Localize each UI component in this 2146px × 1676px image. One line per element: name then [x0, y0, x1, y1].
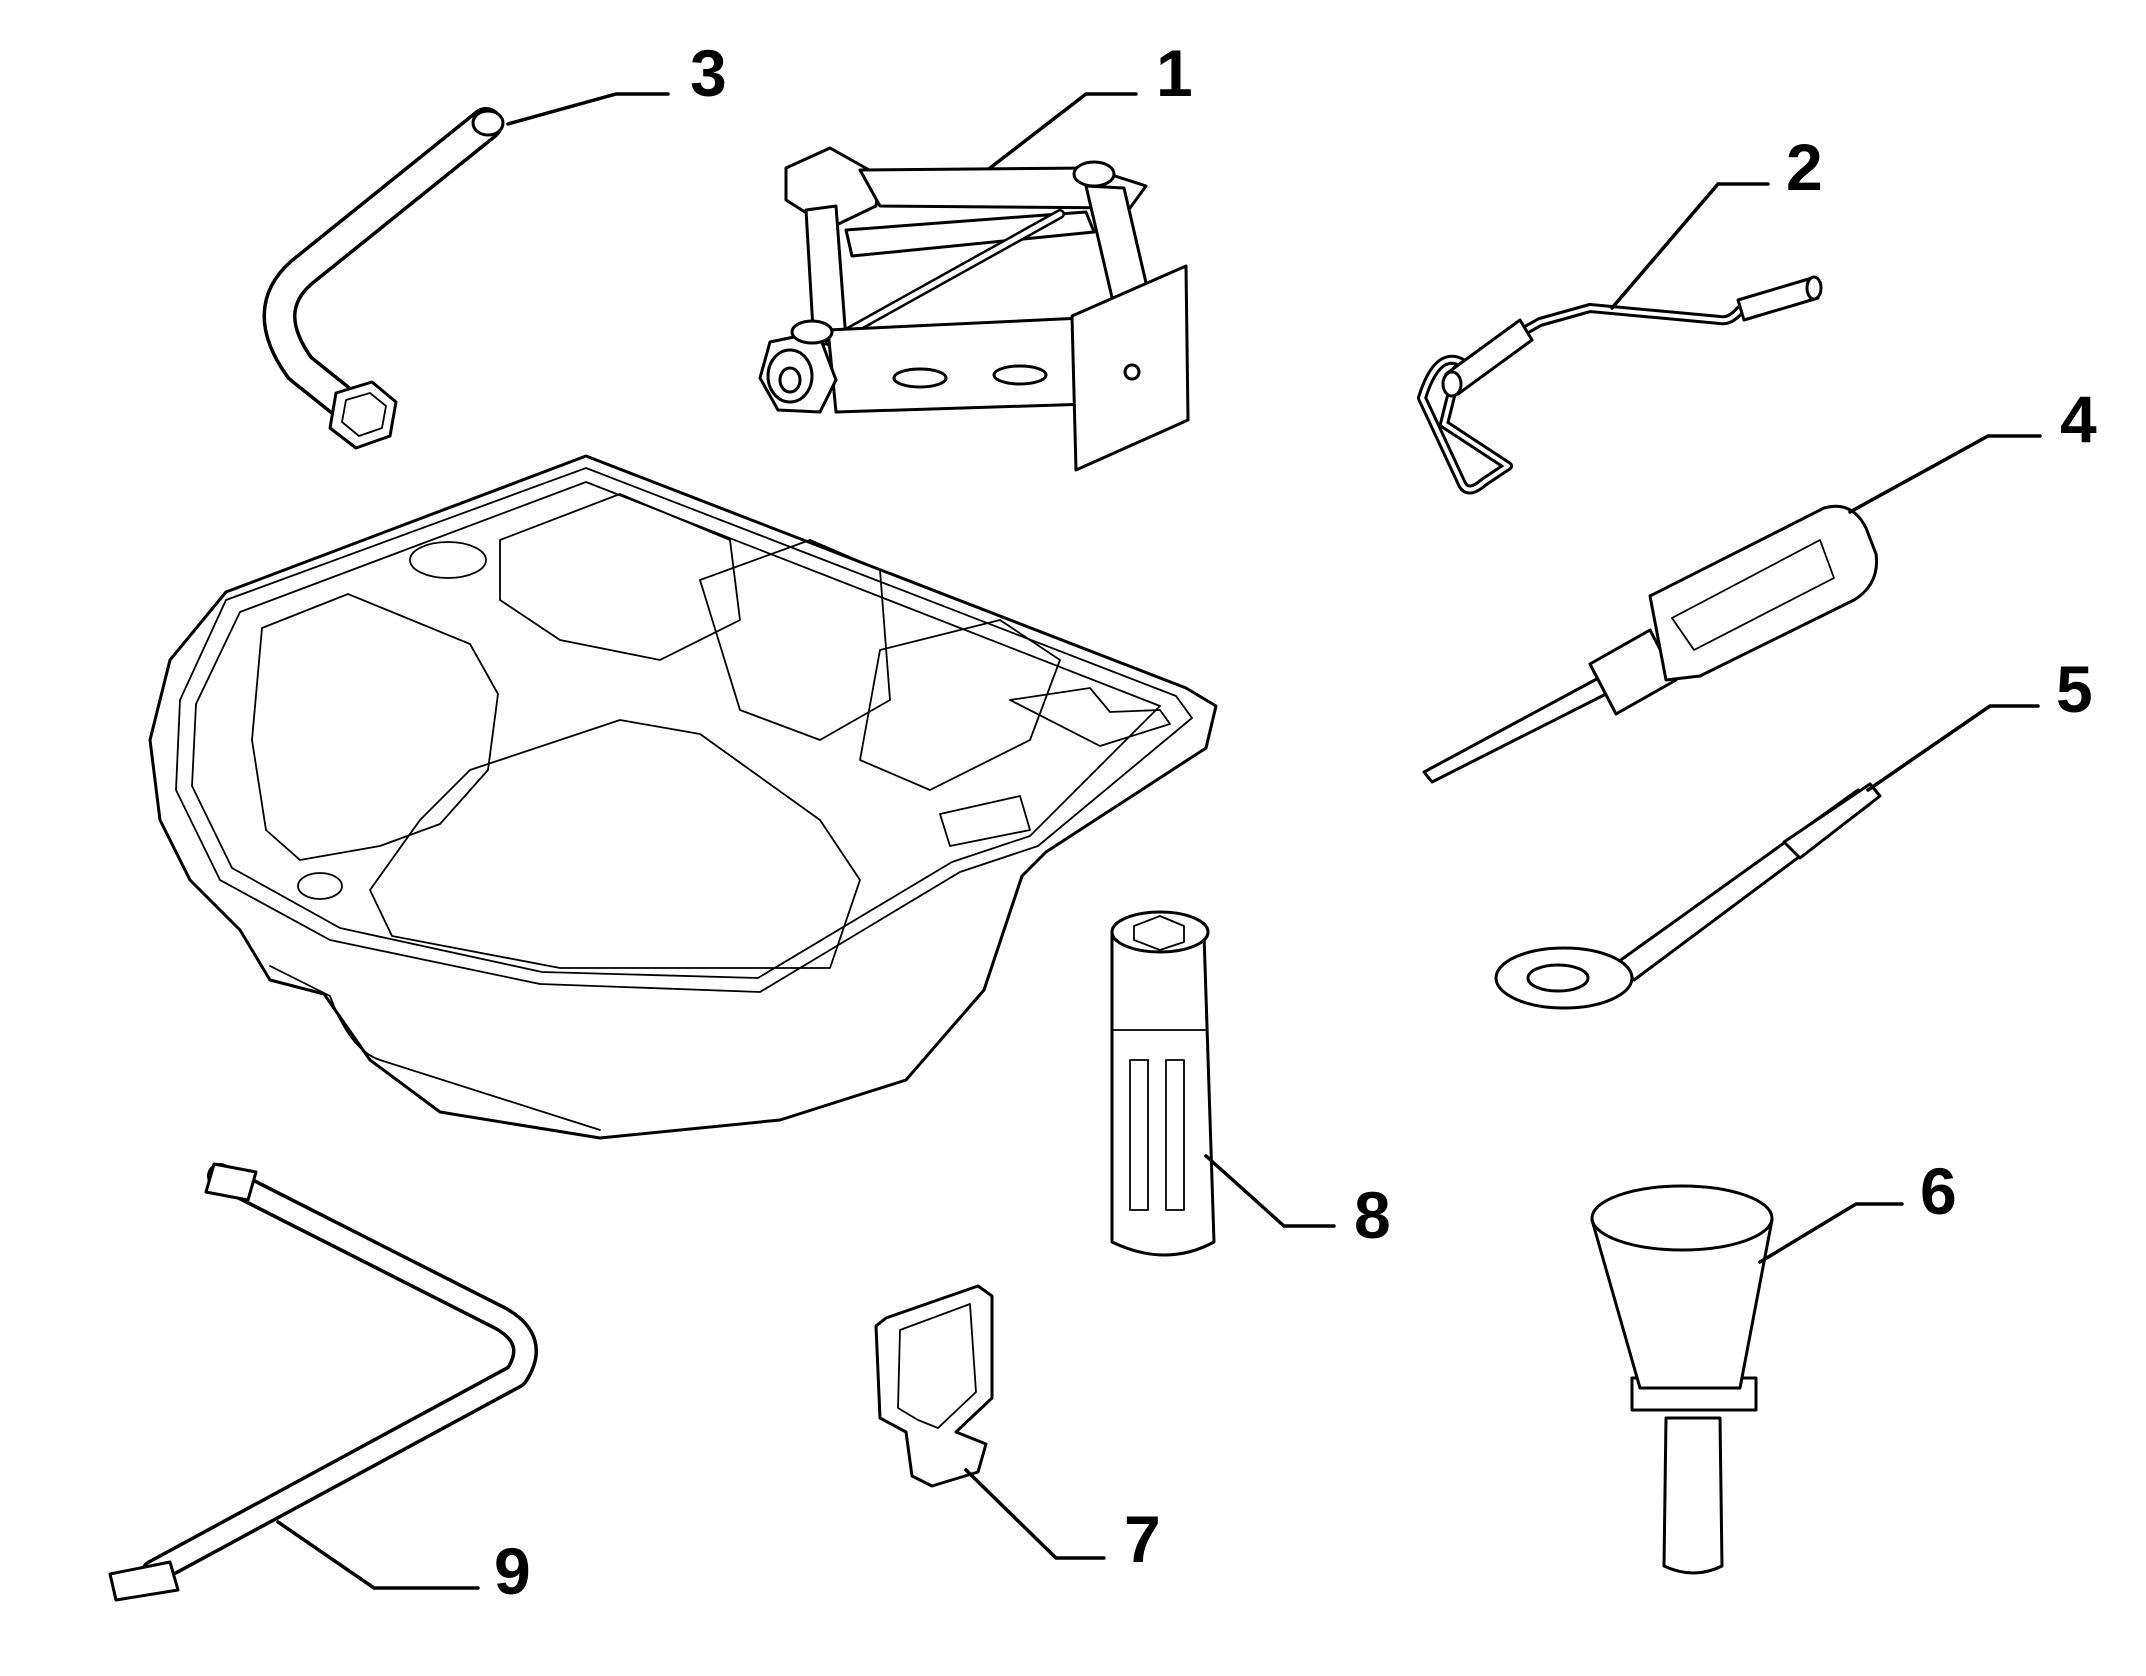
nozzle-stem: [1662, 1416, 1724, 1575]
part-bolt-socket[interactable]: [1110, 910, 1216, 1257]
jack-top-saddle: [784, 146, 882, 230]
tray-compartment-mid: [699, 539, 891, 741]
callout-8: 8: [1354, 1178, 1391, 1252]
clip-inner: [897, 1303, 977, 1429]
callout-3: 3: [690, 36, 727, 110]
jack-upper-pivot: [1072, 160, 1116, 188]
tray-inner-rim: [191, 481, 1161, 979]
socket-slot-2: [1165, 1059, 1185, 1211]
clip-body: [874, 1284, 994, 1488]
tray-well-center: [369, 719, 861, 969]
screwdriver-handle-facet: [1671, 539, 1835, 651]
tray-compartment-right: [859, 619, 1061, 791]
part-jack-crank[interactable]: [1417, 275, 1823, 495]
socket-hex: [1133, 915, 1185, 951]
lug-wrench-tube-end: [471, 109, 505, 137]
tray-round-pocket-left: [297, 872, 343, 900]
tray-well-left: [251, 593, 499, 861]
tray-clip-pocket: [939, 795, 1031, 847]
screwdriver-handle: [1648, 504, 1879, 682]
crank-left-grip-end: [1441, 370, 1463, 398]
callout-9: 9: [494, 1534, 531, 1608]
leader-7: [964, 1468, 1106, 1560]
part-screwdriver[interactable]: [1422, 504, 1879, 784]
tray-rim: [175, 467, 1193, 993]
socket-slot-1: [1129, 1059, 1149, 1211]
crank-right-grip-end: [1805, 275, 1823, 301]
tray-base-edge: [269, 965, 601, 1131]
jack-screw-shaft-core: [827, 211, 1063, 345]
callout-1: 1: [1156, 36, 1193, 110]
towing-eye-ring-inner: [1526, 963, 1590, 993]
leader-lines: [276, 92, 2042, 1590]
screwdriver-blade: [1422, 672, 1616, 784]
tray-round-pocket-top: [409, 541, 487, 579]
part-spare-wheel-tray[interactable]: [148, 454, 1218, 1140]
leader-4: [1848, 434, 2042, 514]
lug-wrench-hex-socket: [328, 380, 398, 450]
jack-slot-left: [892, 367, 948, 389]
part-sealant-nozzle[interactable]: [1590, 1184, 1774, 1575]
part-towing-eye[interactable]: [1494, 782, 1882, 1010]
leader-5: [1866, 704, 2040, 792]
callout-2: 2: [1786, 130, 1823, 204]
part-lug-wrench[interactable]: [262, 107, 505, 450]
jack-slot-right: [992, 364, 1048, 386]
tray-compartment-upper: [499, 493, 741, 661]
jack-foot-hole: [1123, 363, 1141, 381]
jack-lower-pivot: [790, 319, 834, 345]
large-crank-bar-fill: [144, 1166, 535, 1582]
nozzle-cone-top: [1590, 1184, 1774, 1252]
leader-9: [276, 1520, 480, 1590]
tray-notch-detail: [1009, 687, 1171, 747]
socket-body: [1110, 932, 1216, 1257]
large-crank-top-tip: [204, 1162, 258, 1202]
leader-6: [1758, 1202, 1904, 1264]
towing-eye-thread: [1782, 782, 1882, 860]
part-large-crank[interactable]: [108, 1162, 538, 1602]
part-scissor-jack[interactable]: [758, 146, 1190, 472]
callout-labels: 1 2 3 4 5 6 7 8 9: [494, 36, 2097, 1608]
jack-inner-link: [844, 210, 1096, 258]
lug-wrench-hex-inner: [341, 392, 387, 437]
leader-3: [506, 92, 670, 126]
lug-wrench-tube-fill: [266, 110, 500, 422]
callout-4: 4: [2060, 382, 2097, 456]
leader-1: [988, 92, 1138, 170]
leader-8: [1204, 1154, 1336, 1228]
jack-drive-eye-inner: [778, 366, 802, 394]
part-bracket-clip[interactable]: [874, 1284, 994, 1488]
callout-5: 5: [2056, 652, 2093, 726]
tray-outer-body: [148, 454, 1218, 1140]
socket-top: [1110, 910, 1210, 954]
leader-2: [1610, 182, 1770, 310]
crank-rod: [1417, 303, 1745, 495]
callout-6: 6: [1920, 1154, 1957, 1228]
callout-7: 7: [1124, 1502, 1161, 1576]
jack-base-plate: [826, 316, 1092, 414]
large-crank-bottom-tip: [108, 1560, 180, 1602]
crank-rod-core: [1420, 306, 1742, 492]
